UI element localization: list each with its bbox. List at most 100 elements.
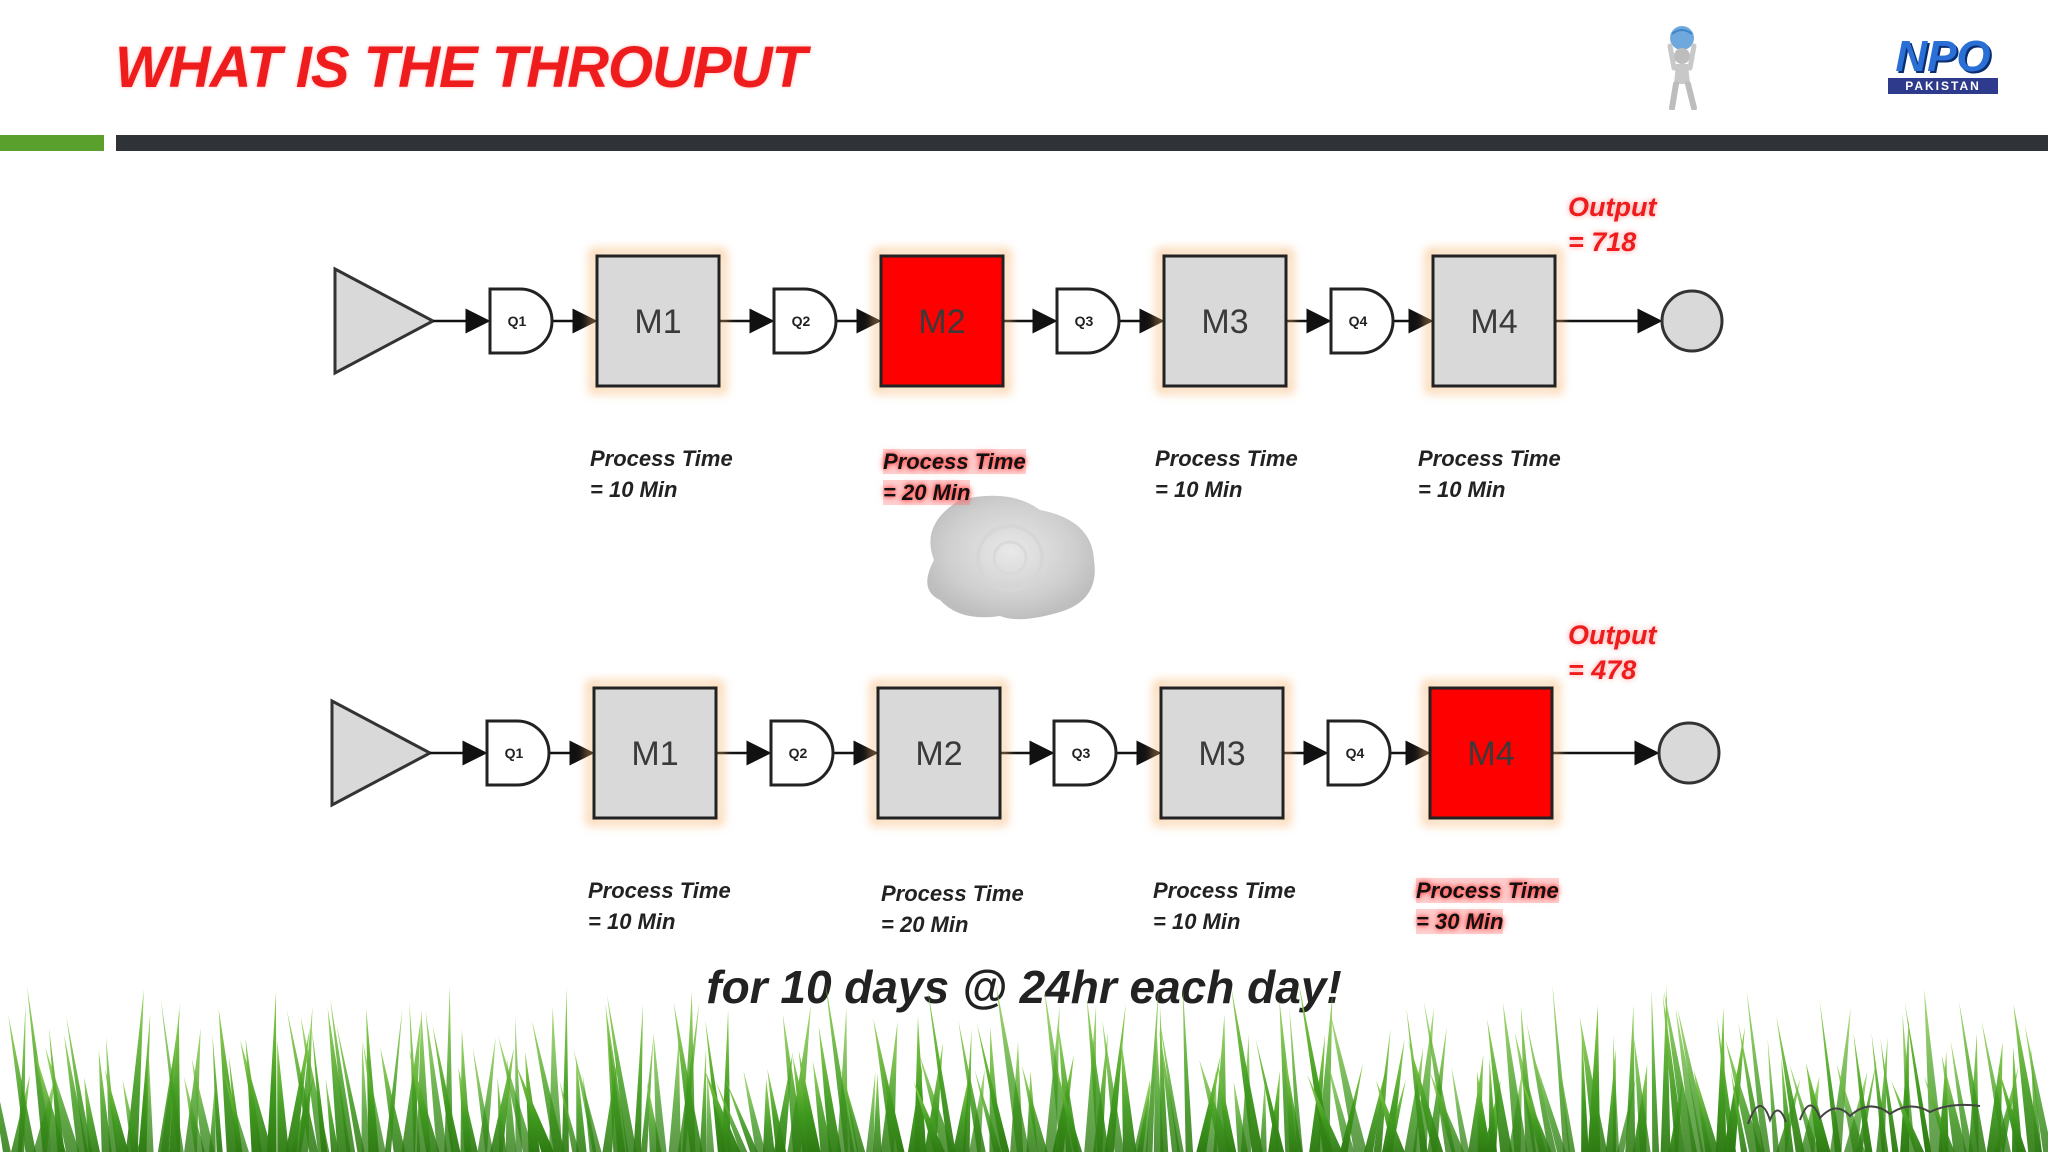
output-value: = 718: [1568, 227, 1637, 257]
grass-blade: [1819, 1000, 1842, 1152]
grass-blade: [286, 1009, 319, 1152]
grass-blade: [1781, 1057, 1794, 1152]
grass-blade: [1997, 1065, 2027, 1152]
grass-blade: [976, 1022, 1010, 1152]
machine-m4: M4: [1423, 681, 1559, 825]
grass-blade: [532, 1020, 565, 1152]
grass-blade: [144, 1046, 154, 1152]
queue-shape: [1326, 719, 1392, 787]
process-time-value: = 10 Min: [590, 477, 678, 502]
person-with-globe-icon: [1667, 26, 1697, 110]
process-time-value: = 30 Min: [1416, 909, 1504, 934]
grass-blade: [767, 1069, 787, 1152]
machine-box: [595, 254, 721, 388]
grass-blade: [1533, 1054, 1566, 1152]
grass-blade: [191, 1058, 215, 1152]
machine-m3: M3: [1157, 249, 1293, 393]
machine-glow: [590, 249, 726, 393]
machine-glow: [1157, 249, 1293, 393]
grass-blade: [1145, 986, 1159, 1152]
grass-footer: [0, 982, 2048, 1152]
machine-glow: [1423, 681, 1559, 825]
machine-m1: M1: [590, 249, 726, 393]
grass-blade: [1717, 1017, 1737, 1152]
queue-shape: [1052, 719, 1118, 787]
grass-blade: [1836, 1063, 1866, 1152]
line2-m3-process-time: Process Time= 10 Min: [1153, 875, 1296, 937]
grass-blade: [1853, 1032, 1873, 1152]
decorative-splash-icon: [927, 495, 1095, 620]
grass-blade: [1488, 1057, 1497, 1152]
grass-blade: [1373, 1028, 1391, 1152]
grass-blade: [1941, 1054, 1967, 1152]
queue-shape: [769, 719, 835, 787]
grass-blade: [458, 1067, 478, 1152]
queue-label: Q3: [1072, 745, 1091, 761]
queue-shape: [1055, 287, 1121, 355]
grass-blade: [1289, 1006, 1303, 1152]
grass-blade: [1662, 993, 1685, 1152]
grass-blade: [1660, 985, 1671, 1152]
grass-blade: [1633, 1034, 1651, 1152]
grass-blade: [762, 1079, 775, 1152]
queue-label: Q3: [1075, 313, 1094, 329]
machine-label: M4: [1470, 303, 1517, 341]
queue-label: Q4: [1349, 313, 1368, 329]
grass-blade: [1364, 1061, 1388, 1152]
grass-blade: [125, 989, 144, 1152]
grass-blade: [1876, 1037, 1888, 1152]
queue-q3: Q3: [1052, 719, 1118, 787]
grass-blade: [1612, 1034, 1620, 1152]
machine-box: [876, 686, 1002, 820]
queue-label: Q1: [505, 745, 524, 761]
grass-blade: [706, 1072, 715, 1152]
process-time-label: Process Time: [588, 878, 731, 903]
process-time-label: Process Time: [1416, 878, 1559, 903]
machine-box: [1162, 254, 1288, 388]
grass-blade: [1231, 988, 1263, 1152]
grass-blade: [1981, 1020, 2011, 1152]
machine-glow: [871, 681, 1007, 825]
grass-blade: [1182, 985, 1194, 1152]
caption: for 10 days @ 24hr each day!: [706, 961, 1342, 1013]
grass-blade: [277, 1040, 289, 1152]
grass-blade: [212, 1034, 223, 1152]
queue-shape: [772, 287, 838, 355]
grass-blade: [996, 984, 1030, 1152]
grass-blade: [559, 1080, 580, 1152]
header-divider: [116, 135, 2048, 151]
line1-output: Output= 718: [1568, 190, 1656, 260]
grass-blade: [1196, 1054, 1221, 1152]
grass-blade: [1522, 1081, 1552, 1152]
grass-blade: [1199, 1059, 1233, 1152]
source-triangle-icon: [330, 698, 434, 808]
grass-blade: [1159, 1020, 1184, 1152]
grass-blade: [1086, 998, 1109, 1152]
grass-blade: [962, 1028, 972, 1152]
grass-blade: [1133, 1078, 1151, 1152]
process-time-value: = 10 Min: [588, 909, 676, 934]
grass-blade: [184, 1028, 201, 1152]
machine-m4: M4: [1426, 249, 1562, 393]
npo-pakistan-logo: NPO PAKISTAN: [1888, 35, 1998, 94]
grass-blade: [1904, 1001, 1932, 1152]
machine-box: [1431, 254, 1557, 388]
grass-blade: [653, 1032, 667, 1152]
grass-blade: [1776, 1015, 1805, 1152]
grass-blade: [640, 1036, 654, 1152]
output-label: Output: [1568, 620, 1657, 650]
grass-blade: [1738, 1022, 1765, 1152]
source-triangle-icon: [333, 266, 437, 376]
grass-blade: [157, 1036, 177, 1152]
grass-blade: [311, 1029, 328, 1152]
grass-blade: [1559, 1063, 1576, 1152]
grass-blade: [8, 1014, 36, 1152]
grass-blade: [104, 1068, 129, 1152]
machine-glow: [1154, 681, 1290, 825]
machine-m2: M2: [874, 249, 1010, 393]
grass-blade: [1298, 983, 1333, 1152]
machine-box: [1159, 686, 1285, 820]
grass-blade: [432, 1025, 461, 1152]
machine-label: M1: [634, 303, 681, 341]
grass-blade: [1923, 1075, 1955, 1152]
